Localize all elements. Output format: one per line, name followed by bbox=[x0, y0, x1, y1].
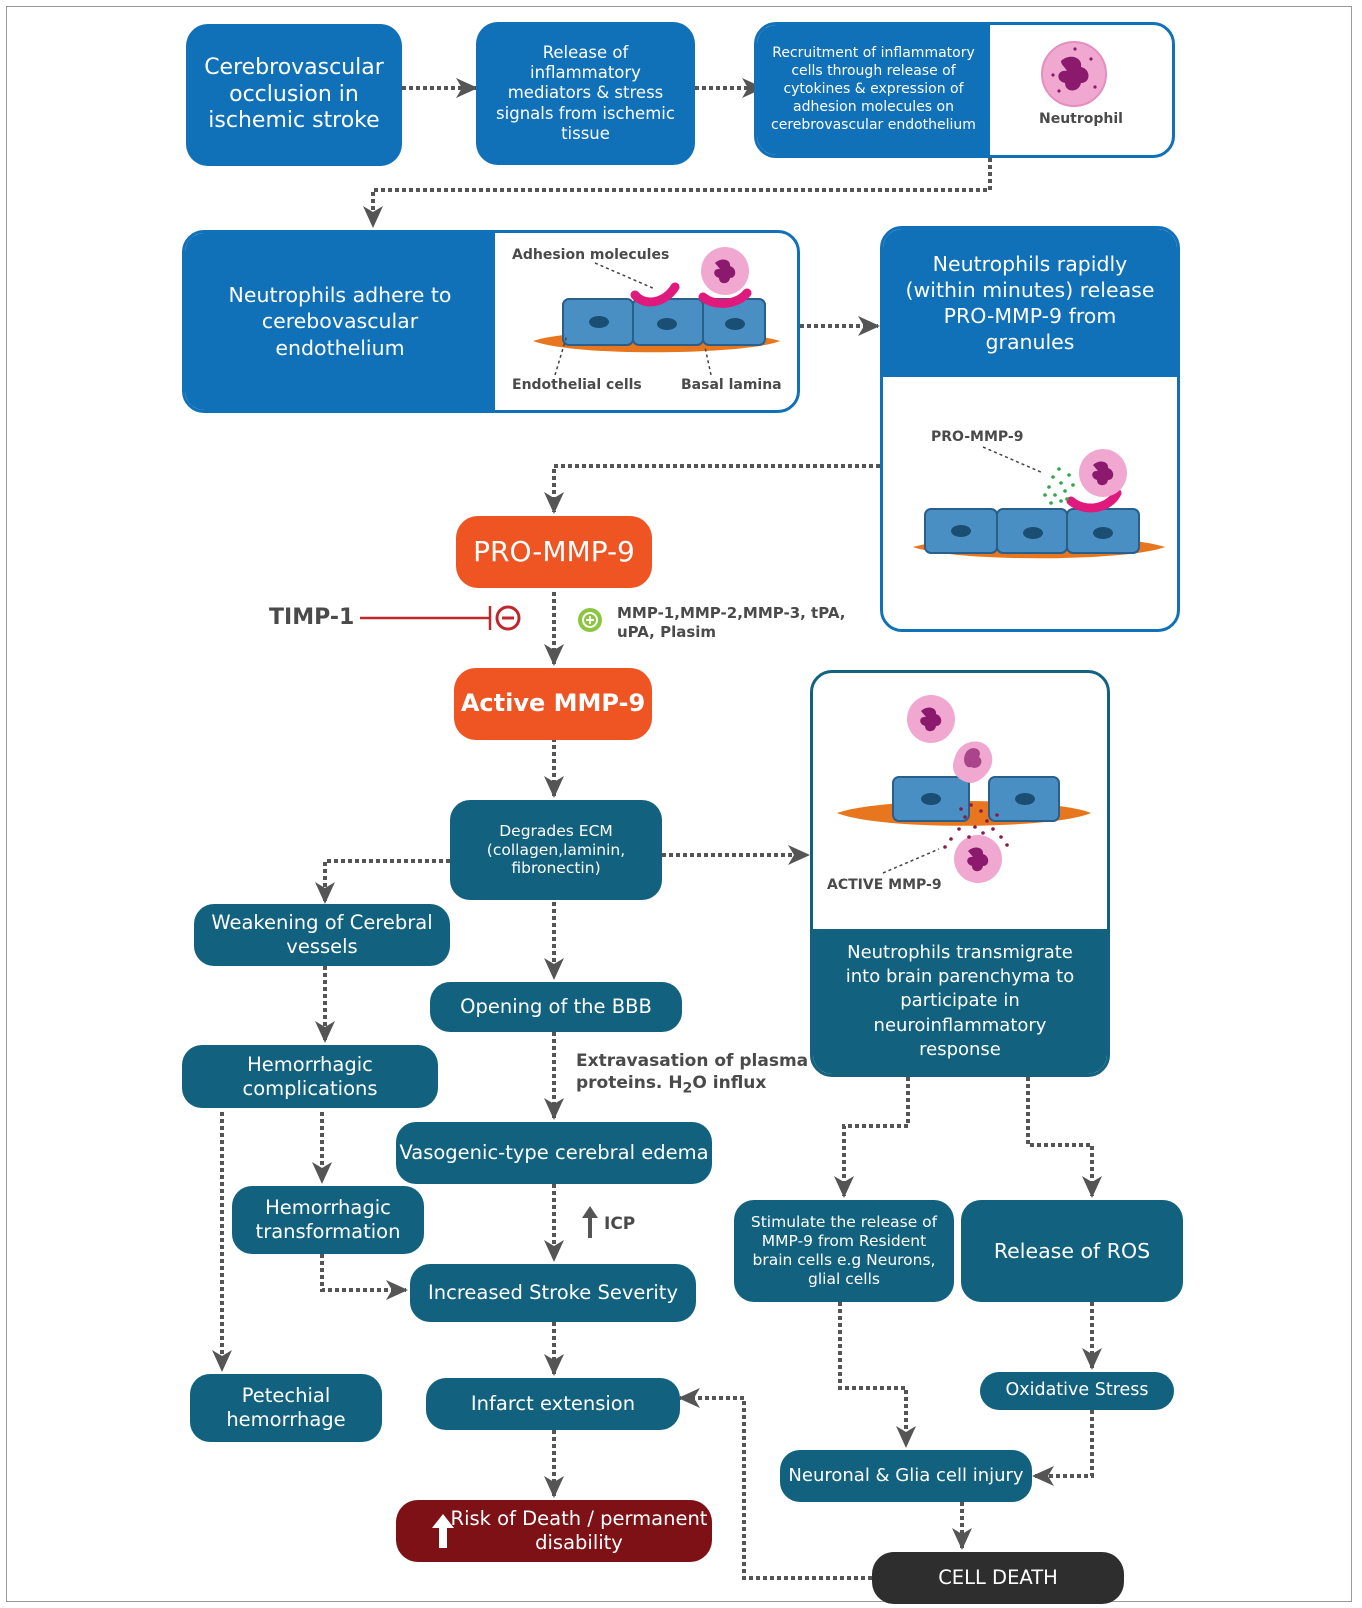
rapid-release-text: Neutrophils rapidly (within minutes) rel… bbox=[905, 251, 1155, 355]
endothelium-illustration bbox=[533, 247, 780, 376]
oxidative-text: Oxidative Stress bbox=[1005, 1380, 1149, 1401]
endothelial-cells-label: Endothelial cells bbox=[512, 377, 642, 393]
extravasation-line1: Extravasation of plasma bbox=[576, 1051, 809, 1071]
active-mmp9-text: Active MMP-9 bbox=[460, 689, 646, 718]
arrow-transmigrate-to-stimulate bbox=[834, 1077, 910, 1198]
stimulate-text: Stimulate the release of MMP-9 from Resi… bbox=[750, 1213, 938, 1288]
transmigrate-panel: ACTIVE MMP-9 Neutrophils transmigrate in… bbox=[810, 670, 1110, 1077]
occlusion-node: Cerebrovascular occlusion in ischemic st… bbox=[186, 24, 402, 166]
pro-mmp9-node: PRO-MMP-9 bbox=[456, 516, 652, 588]
transmigrate-node: Neutrophils transmigrate into brain pare… bbox=[813, 929, 1107, 1074]
risk-death-text: Risk of Death / permanent disability bbox=[450, 1507, 708, 1554]
recruitment-node: Recruitment of inflammatory cells throug… bbox=[757, 25, 990, 155]
infarct-text: Infarct extension bbox=[470, 1392, 636, 1416]
icp-up-arrow-icon bbox=[582, 1206, 598, 1238]
hemorrhagic-transformation-text: Hemorrhagic transformation bbox=[255, 1196, 401, 1243]
arrow-celldeath-to-infarct bbox=[678, 1388, 872, 1580]
stroke-severity-text: Increased Stroke Severity bbox=[428, 1281, 678, 1305]
occlusion-text: Cerebrovascular occlusion in ischemic st… bbox=[204, 54, 384, 134]
extravasation-line2-pre: proteins. H bbox=[576, 1073, 683, 1094]
opening-bbb-node: Opening of the BBB bbox=[430, 982, 682, 1032]
adhere-node: Neutrophils adhere to cerebovascular end… bbox=[185, 233, 495, 410]
arrow-rapid-to-promm9 bbox=[544, 464, 880, 514]
adhesion-molecules-label: Adhesion molecules bbox=[512, 247, 670, 263]
weakening-node: Weakening of Cerebral vessels bbox=[194, 904, 450, 966]
timp1-label: TIMP-1 bbox=[269, 605, 355, 630]
transmigration-illustration bbox=[837, 695, 1091, 883]
weakening-text: Weakening of Cerebral vessels bbox=[211, 911, 433, 958]
neutrophil-icon bbox=[1041, 41, 1107, 107]
pro-mmp9-small-label: PRO-MMP-9 bbox=[931, 429, 1024, 445]
transmigrate-text: Neutrophils transmigrate into brain pare… bbox=[845, 941, 1075, 1060]
release-mediators-text: Release of inflammatory mediators & stre… bbox=[496, 43, 675, 143]
neuronal-injury-text: Neuronal & Glia cell injury bbox=[788, 1465, 1024, 1487]
rapid-release-panel: Neutrophils rapidly (within minutes) rel… bbox=[880, 226, 1180, 632]
active-mmp9-node: Active MMP-9 bbox=[454, 668, 652, 740]
hemorrhagic-complications-text: Hemorrhagic complications bbox=[242, 1052, 378, 1100]
adhere-text: Neutrophils adhere to cerebovascular end… bbox=[228, 282, 452, 360]
active-mmp9-small-label: ACTIVE MMP-9 bbox=[827, 877, 942, 893]
risk-death-node: Risk of Death / permanent disability bbox=[396, 1500, 712, 1562]
rapid-release-node: Neutrophils rapidly (within minutes) rel… bbox=[883, 229, 1177, 377]
up-arrow-icon bbox=[432, 1514, 454, 1548]
extravasation-label: Extravasation of plasma proteins. H2O in… bbox=[576, 1050, 808, 1098]
pro-mmp9-text: PRO-MMP-9 bbox=[473, 534, 635, 568]
neutrophil-label: Neutrophil bbox=[1039, 111, 1123, 127]
recruitment-panel: Recruitment of inflammatory cells throug… bbox=[754, 22, 1175, 158]
vasogenic-node: Vasogenic-type cerebral edema bbox=[396, 1122, 712, 1184]
hemorrhagic-complications-node: Hemorrhagic complications bbox=[182, 1045, 438, 1108]
extravasation-line2-post: O influx bbox=[692, 1073, 767, 1094]
stroke-severity-node: Increased Stroke Severity bbox=[410, 1264, 696, 1322]
icp-label: ICP bbox=[604, 1214, 636, 1234]
plus-circle-icon bbox=[578, 608, 602, 632]
degrades-ecm-text: Degrades ECM (collagen,laminin, fibronec… bbox=[486, 821, 626, 878]
release-mediators-node: Release of inflammatory mediators & stre… bbox=[476, 22, 695, 165]
hemorrhagic-transformation-node: Hemorrhagic transformation bbox=[232, 1186, 424, 1254]
activators-label: MMP-1,MMP-2,MMP-3, tPA, uPA, Plasim bbox=[617, 604, 846, 641]
vasogenic-text: Vasogenic-type cerebral edema bbox=[399, 1141, 709, 1165]
degrades-ecm-node: Degrades ECM (collagen,laminin, fibronec… bbox=[450, 800, 662, 900]
recruitment-text: Recruitment of inflammatory cells throug… bbox=[771, 45, 976, 133]
arrow-oxidative-to-neuronal bbox=[1032, 1410, 1094, 1486]
arrow-transmigrate-to-ros bbox=[1026, 1077, 1102, 1198]
figure-frame bbox=[6, 6, 1352, 1602]
opening-bbb-text: Opening of the BBB bbox=[460, 995, 652, 1019]
oxidative-node: Oxidative Stress bbox=[980, 1372, 1174, 1410]
minus-circle-icon bbox=[495, 605, 521, 631]
arrow-transformation-to-severity bbox=[320, 1254, 408, 1300]
neuronal-injury-node: Neuronal & Glia cell injury bbox=[780, 1450, 1032, 1502]
stimulate-node: Stimulate the release of MMP-9 from Resi… bbox=[734, 1200, 954, 1302]
release-ros-text: Release of ROS bbox=[993, 1238, 1151, 1263]
petechial-text: Petechial hemorrhage bbox=[226, 1384, 346, 1431]
arrow-recruitment-to-adhere bbox=[363, 158, 992, 228]
cell-death-text: CELL DEATH bbox=[938, 1566, 1058, 1590]
release-ros-node: Release of ROS bbox=[961, 1200, 1183, 1302]
pro-mmp9-release-illustration bbox=[913, 446, 1165, 559]
extravasation-sub: 2 bbox=[682, 1080, 693, 1097]
cell-death-node: CELL DEATH bbox=[872, 1552, 1124, 1604]
adhere-panel: Neutrophils adhere to cerebovascular end… bbox=[182, 230, 800, 413]
arrow-degrades-to-weakening bbox=[315, 859, 450, 904]
arrow-stimulate-to-neuronal bbox=[838, 1302, 916, 1448]
basal-lamina-label: Basal lamina bbox=[681, 377, 782, 393]
petechial-node: Petechial hemorrhage bbox=[190, 1374, 382, 1442]
infarct-node: Infarct extension bbox=[426, 1378, 680, 1430]
